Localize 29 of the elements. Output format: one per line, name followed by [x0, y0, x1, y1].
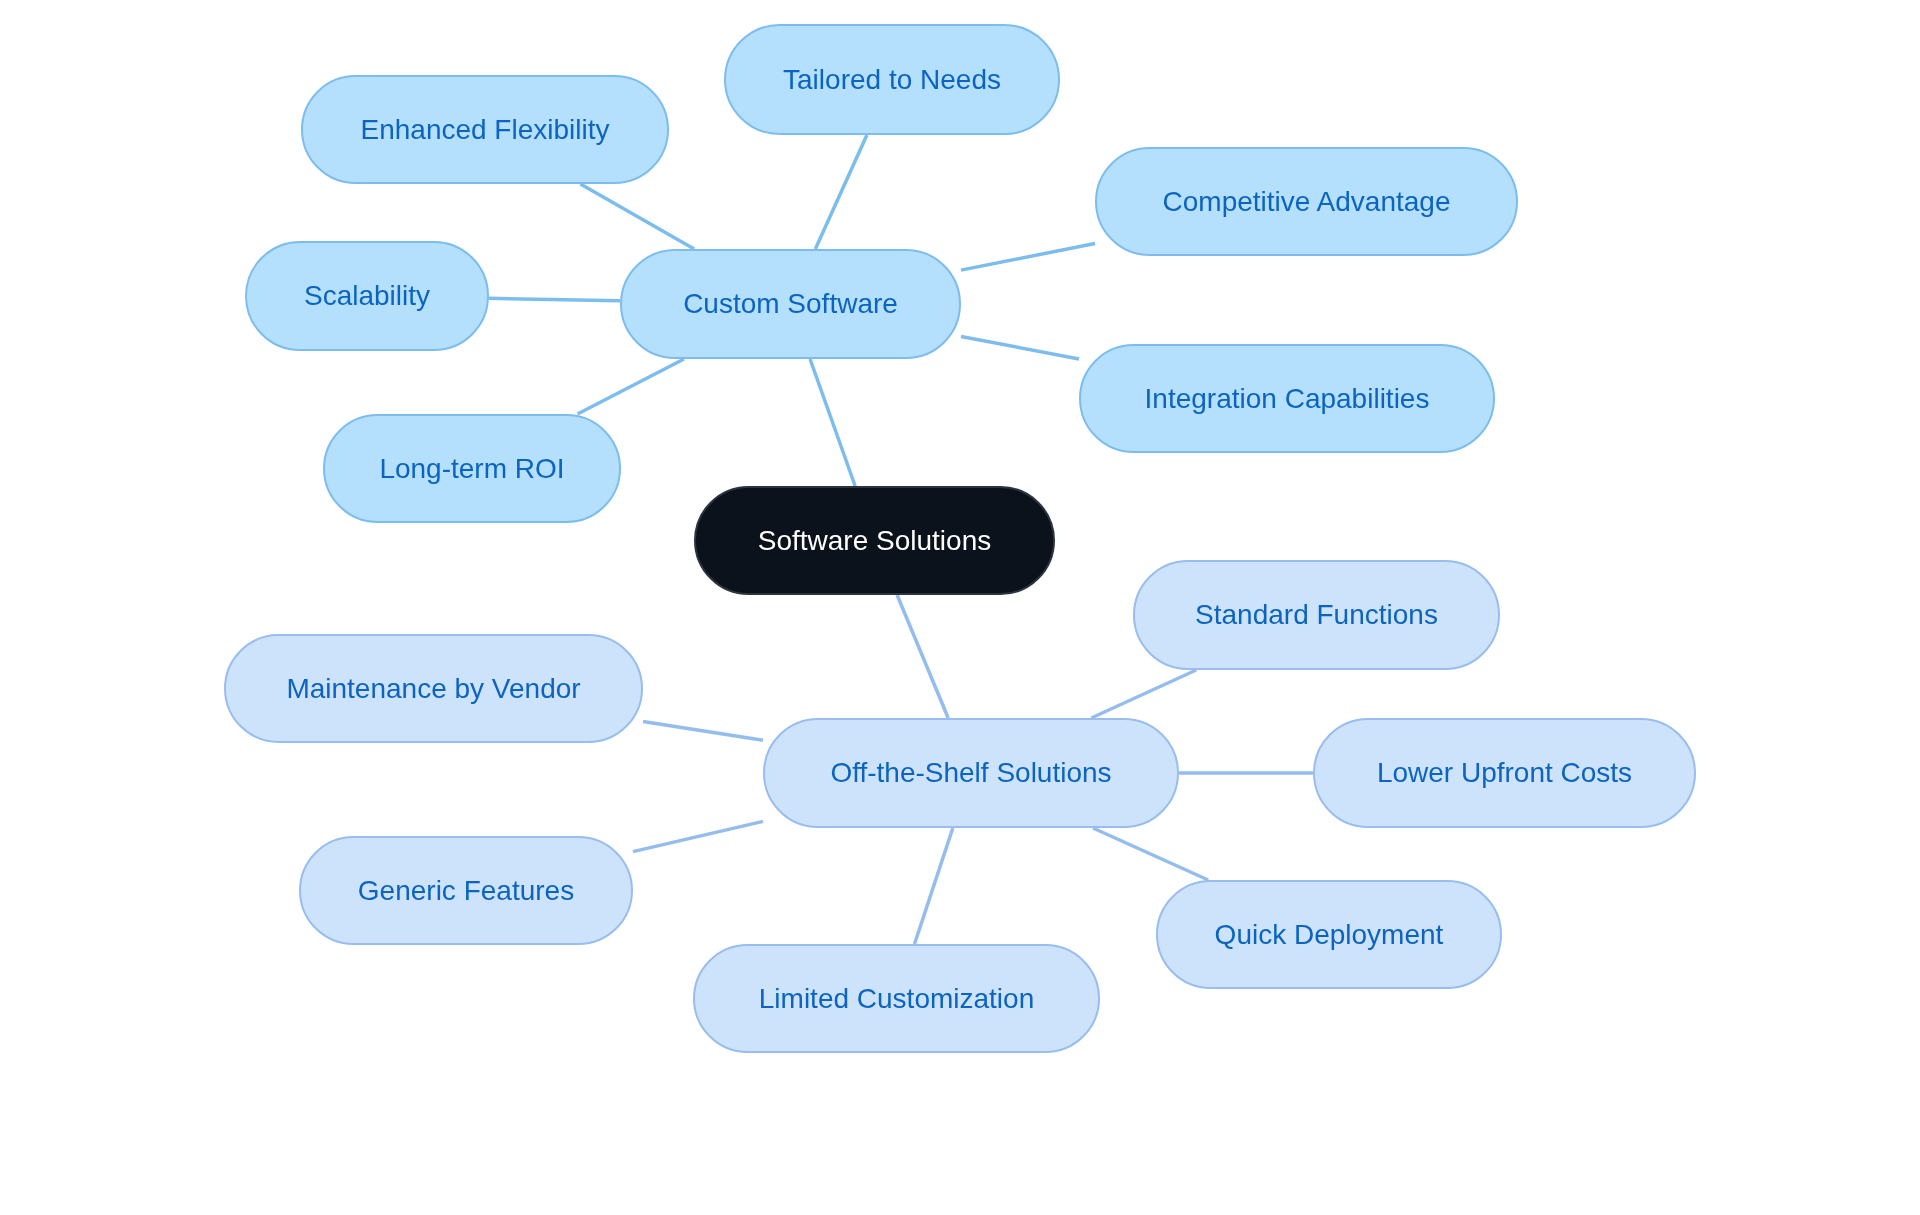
connector-line [579, 182, 696, 251]
connector-line [808, 358, 857, 487]
connector-line [1090, 668, 1197, 720]
connector-line [912, 827, 955, 945]
topic-pill: Competitive Advantage [1095, 147, 1518, 256]
central-topic-pill: Software Solutions [694, 486, 1055, 595]
topic-pill: Custom Software [620, 249, 961, 359]
topic-pill: Integration Capabilities [1079, 344, 1495, 453]
topic-pill: Scalability [245, 241, 489, 351]
topic-pill: Tailored to Needs [724, 24, 1060, 135]
connector-line [813, 134, 869, 250]
connector-line [960, 241, 1096, 272]
connector-line [576, 357, 685, 416]
topic-pill: Standard Functions [1133, 560, 1500, 670]
connector-line [895, 594, 950, 719]
topic-pill: Quick Deployment [1156, 880, 1502, 989]
topic-pill: Lower Upfront Costs [1313, 718, 1696, 828]
connector-line [488, 296, 621, 303]
topic-pill: Off-the-Shelf Solutions [763, 718, 1179, 828]
connector-line [1179, 771, 1313, 775]
connector-line [1092, 826, 1209, 882]
topic-pill: Limited Customization [693, 944, 1100, 1053]
topic-pill: Maintenance by Vendor [224, 634, 643, 743]
topic-pill: Enhanced Flexibility [301, 75, 669, 184]
topic-pill: Long-term ROI [323, 414, 621, 523]
connector-line [642, 719, 764, 743]
connector-line [960, 334, 1080, 361]
connector-line [632, 819, 764, 854]
topic-pill: Generic Features [299, 836, 633, 945]
